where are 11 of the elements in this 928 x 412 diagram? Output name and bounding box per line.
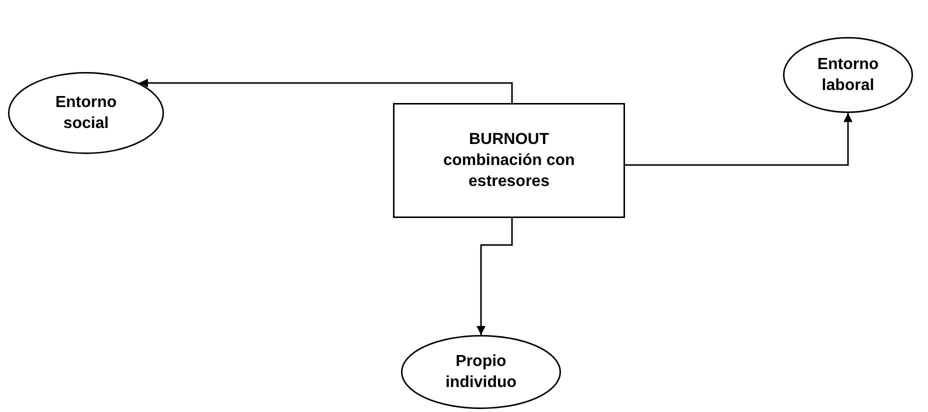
node-label: Entorno laboral (816, 55, 880, 96)
ellipse-node (8, 72, 164, 154)
node-label: BURNOUT combinación con estresores (442, 130, 576, 192)
node-label: Entorno social (54, 93, 118, 134)
arrow (476, 218, 513, 335)
arrow (625, 113, 852, 166)
process-box (393, 103, 625, 218)
ellipse-node (783, 37, 913, 113)
arrow (139, 78, 513, 103)
node-label: Propio individuo (444, 352, 518, 393)
ellipse-node (401, 335, 561, 409)
